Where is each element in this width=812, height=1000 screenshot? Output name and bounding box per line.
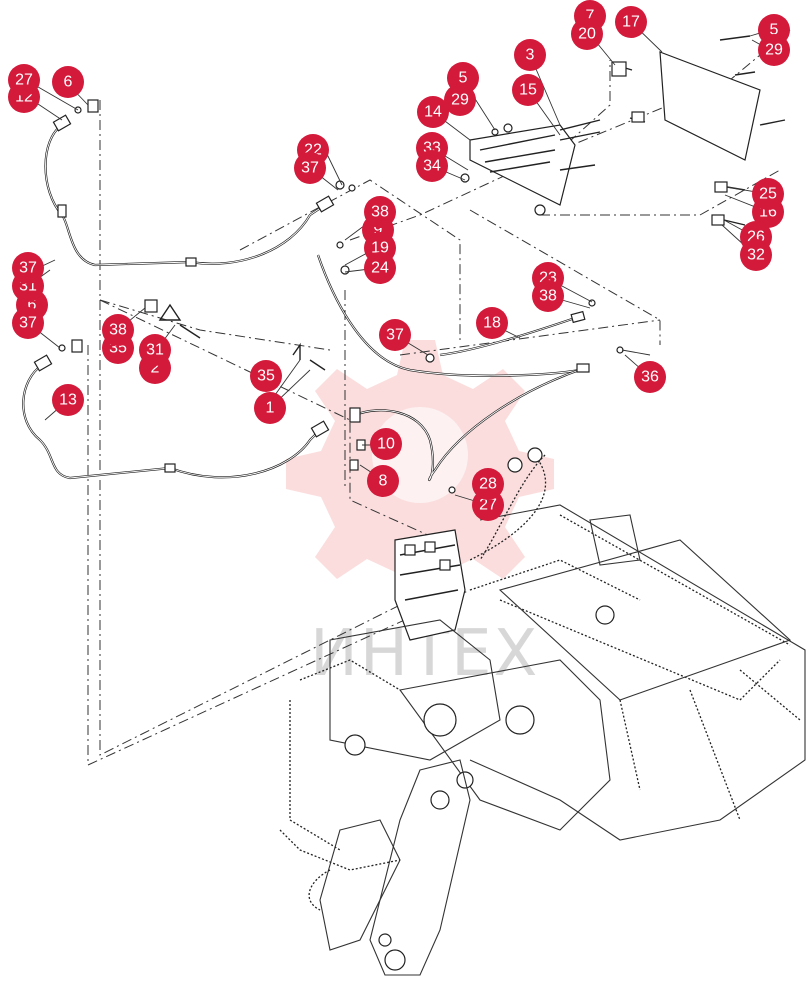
plate-17 xyxy=(611,35,786,161)
callout-badge: 8 xyxy=(367,465,399,497)
svg-text:13: 13 xyxy=(59,392,77,409)
svg-text:35: 35 xyxy=(257,368,275,385)
svg-text:7: 7 xyxy=(586,8,595,25)
svg-text:10: 10 xyxy=(377,436,395,453)
callout-badge: 27 xyxy=(8,64,40,96)
svg-text:6: 6 xyxy=(28,297,37,314)
callout-badge: 38 xyxy=(532,280,564,312)
callout-badge: 17 xyxy=(615,6,647,38)
callout-badge: 35 xyxy=(250,360,282,392)
svg-text:2: 2 xyxy=(151,360,160,377)
svg-text:28: 28 xyxy=(479,476,497,493)
svg-text:14: 14 xyxy=(424,104,442,121)
svg-text:27: 27 xyxy=(15,72,33,89)
callout-badge: 28 xyxy=(472,468,504,500)
callout-badge: 1 xyxy=(254,392,286,424)
hose-lower-loop xyxy=(316,254,590,481)
svg-text:8: 8 xyxy=(379,473,388,490)
svg-text:9: 9 xyxy=(374,222,383,239)
svg-text:3: 3 xyxy=(526,47,535,64)
callout-badge: 20 xyxy=(571,18,603,50)
callout-badge: 37 xyxy=(379,319,411,351)
svg-text:20: 20 xyxy=(578,26,596,43)
svg-text:24: 24 xyxy=(371,260,389,277)
svg-text:18: 18 xyxy=(483,315,501,332)
callout-badge: 24 xyxy=(364,252,396,284)
callout-badge: 15 xyxy=(512,74,544,106)
svg-text:36: 36 xyxy=(641,369,659,386)
callout-badge: 3 xyxy=(514,39,546,71)
fittings-right xyxy=(711,181,746,226)
callout-badge: 36 xyxy=(634,361,666,393)
svg-text:19: 19 xyxy=(371,240,389,257)
hose-12 xyxy=(44,114,335,267)
svg-text:38: 38 xyxy=(539,288,557,305)
svg-text:37: 37 xyxy=(386,327,404,344)
callout-badge: 10 xyxy=(370,428,402,460)
machine-frame xyxy=(279,447,806,976)
callout-badge: 34 xyxy=(416,150,448,182)
svg-text:31: 31 xyxy=(146,342,164,359)
fittings xyxy=(58,99,624,494)
svg-text:29: 29 xyxy=(765,42,783,59)
svg-text:17: 17 xyxy=(622,14,640,31)
svg-text:37: 37 xyxy=(19,315,37,332)
callout-badge: 14 xyxy=(417,96,449,128)
hose-13 xyxy=(22,354,330,480)
callout-badge: 37 xyxy=(12,252,44,284)
svg-text:32: 32 xyxy=(747,247,765,264)
callout-badge: 32 xyxy=(740,239,772,271)
hose-18 xyxy=(439,310,586,357)
svg-text:6: 6 xyxy=(64,74,73,91)
callout-badge: 38 xyxy=(102,314,134,346)
callout-badge: 13 xyxy=(52,384,84,416)
svg-text:5: 5 xyxy=(770,22,779,39)
callout-badge: 37 xyxy=(12,307,44,339)
callout-badge: 37 xyxy=(294,152,326,184)
callout-badge: 31 xyxy=(139,334,171,366)
callout-badge: 18 xyxy=(476,307,508,339)
svg-text:29: 29 xyxy=(451,92,469,109)
callout-badge: 6 xyxy=(52,66,84,98)
svg-text:25: 25 xyxy=(759,186,777,203)
callout-badge: 25 xyxy=(752,178,784,210)
svg-text:27: 27 xyxy=(479,497,497,514)
svg-text:1: 1 xyxy=(266,400,275,417)
svg-text:37: 37 xyxy=(301,160,319,177)
svg-text:5: 5 xyxy=(459,70,468,87)
svg-text:15: 15 xyxy=(519,82,537,99)
callout-badge: 29 xyxy=(444,84,476,116)
callout-badge: 29 xyxy=(758,34,790,66)
svg-text:34: 34 xyxy=(423,158,441,175)
svg-text:38: 38 xyxy=(371,204,389,221)
svg-text:38: 38 xyxy=(109,322,127,339)
callout-badge: 38 xyxy=(364,196,396,228)
assembly-lines xyxy=(87,29,791,766)
callout-badges: 1 2 3 5 5 6 6 7 8 9 10 12 13 14 15 16 17… xyxy=(8,0,790,521)
valve-bracket xyxy=(460,119,601,216)
svg-text:37: 37 xyxy=(19,260,37,277)
